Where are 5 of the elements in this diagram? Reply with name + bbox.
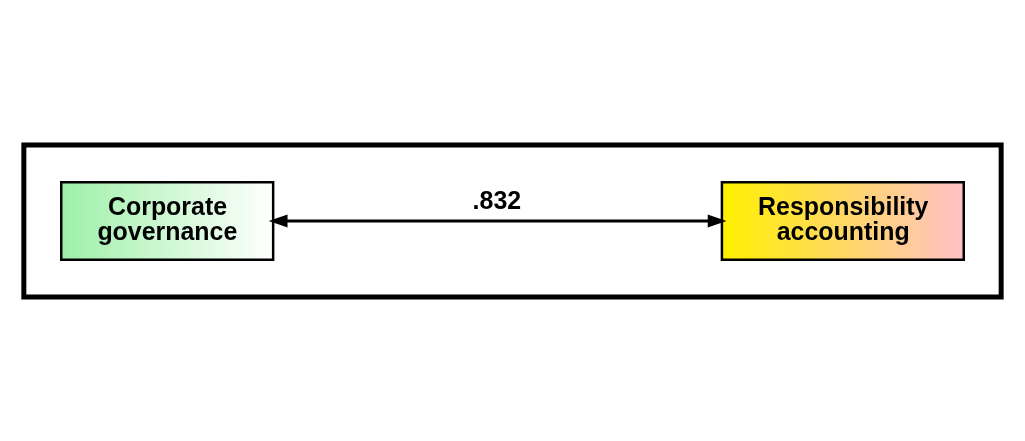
cluster <box>21 141 1004 300</box>
arrow <box>268 213 727 228</box>
edge-label: .832 <box>472 185 522 214</box>
node-box: Corporate governance <box>60 180 275 261</box>
node-box: Responsibility accounting <box>720 180 965 261</box>
